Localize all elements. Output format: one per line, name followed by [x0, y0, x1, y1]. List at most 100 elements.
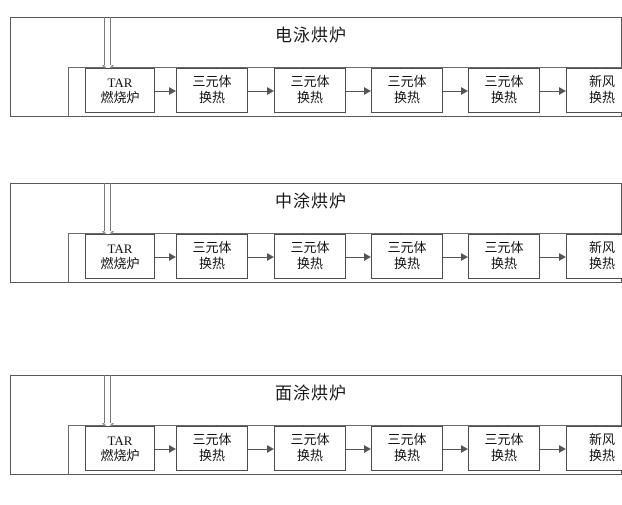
bus-duct-drop [68, 425, 69, 475]
unit-label-line1: 三元体 [484, 433, 524, 449]
gas-feed-arrow-inner-icon [103, 231, 112, 236]
flow-connector [155, 256, 170, 258]
unit-box-heat-exchanger-1: 三元体换热 [176, 234, 248, 279]
unit-label-line2: 换热 [198, 90, 225, 106]
duct-stub-2 [508, 67, 509, 68]
flow-connector [248, 90, 268, 92]
bus-duct-drop [68, 67, 69, 117]
flow-arrow-icon [461, 86, 468, 95]
duct-stub-2 [314, 425, 315, 426]
flow-arrow-icon [267, 252, 274, 261]
flow-connector [346, 90, 365, 92]
unit-box-heat-exchanger-2: 三元体换热 [274, 234, 346, 279]
unit-label-line1: 三元体 [192, 433, 232, 449]
unit-label-line1: 三元体 [290, 433, 330, 449]
unit-box-heat-exchanger-1: 三元体换热 [176, 68, 248, 113]
unit-label-line2: 换热 [588, 90, 615, 106]
duct-stub-1 [497, 67, 498, 68]
flow-arrow-icon [559, 444, 566, 453]
duct-stub-2 [606, 425, 607, 426]
flow-connector [248, 448, 268, 450]
flow-connector [443, 448, 462, 450]
unit-label-line2: 燃烧炉 [100, 90, 140, 106]
unit-label-line1: TAR [107, 433, 133, 449]
duct-stub-2 [606, 233, 607, 234]
unit-label-line2: 换热 [296, 256, 323, 272]
flow-arrow-icon [169, 444, 176, 453]
unit-label-line1: 三元体 [387, 75, 427, 91]
unit-label-line2: 换热 [296, 90, 323, 106]
unit-box-fresh-air-exchanger: 新风换热 [566, 234, 622, 279]
bus-duct-line [68, 233, 622, 234]
unit-box-heat-exchanger-1: 三元体换热 [176, 426, 248, 471]
flow-arrow-icon [461, 252, 468, 261]
unit-label-line2: 换热 [393, 256, 420, 272]
unit-label-line2: 换热 [588, 448, 615, 464]
unit-label-line1: 三元体 [290, 75, 330, 91]
unit-label-line1: TAR [107, 75, 133, 91]
flow-arrow-icon [169, 86, 176, 95]
unit-box-heat-exchanger-4: 三元体换热 [468, 426, 540, 471]
duct-stub-1 [497, 233, 498, 234]
flow-connector [155, 448, 170, 450]
unit-box-heat-exchanger-4: 三元体换热 [468, 68, 540, 113]
duct-stub-1 [303, 425, 304, 426]
duct-stub-1 [205, 67, 206, 68]
unit-label-line2: 换热 [198, 448, 225, 464]
duct-stub-2 [216, 233, 217, 234]
duct-stub-2 [216, 67, 217, 68]
unit-label-line2: 换热 [393, 448, 420, 464]
unit-label-line2: 换热 [393, 90, 420, 106]
flow-arrow-icon [559, 252, 566, 261]
duct-stub-1 [595, 425, 596, 426]
unit-box-heat-exchanger-3: 三元体换热 [371, 426, 443, 471]
duct-stub-2 [411, 233, 412, 234]
gas-feed-pipe [104, 183, 111, 231]
flow-connector [155, 90, 170, 92]
unit-label-line1: 三元体 [192, 241, 232, 257]
duct-stub-2 [411, 67, 412, 68]
duct-stub-2 [314, 67, 315, 68]
duct-stub-1 [303, 233, 304, 234]
unit-label-line1: 三元体 [387, 241, 427, 257]
duct-stub-1 [205, 425, 206, 426]
unit-box-heat-exchanger-3: 三元体换热 [371, 68, 443, 113]
duct-stub-1 [595, 67, 596, 68]
unit-label-line1: 三元体 [484, 75, 524, 91]
unit-box-heat-exchanger-4: 三元体换热 [468, 234, 540, 279]
unit-box-fresh-air-exchanger: 新风换热 [566, 68, 622, 113]
flow-arrow-icon [267, 86, 274, 95]
unit-label-line2: 换热 [490, 256, 517, 272]
flow-connector [443, 90, 462, 92]
flow-connector [540, 90, 560, 92]
duct-stub-2 [508, 425, 509, 426]
bus-duct-line [68, 67, 622, 68]
unit-label-line1: 三元体 [192, 75, 232, 91]
flow-arrow-icon [267, 444, 274, 453]
unit-label-line2: 换热 [588, 256, 615, 272]
flow-connector [248, 256, 268, 258]
duct-stub-1 [400, 425, 401, 426]
duct-stub-2 [411, 425, 412, 426]
unit-label-line1: 三元体 [484, 241, 524, 257]
unit-label-line2: 燃烧炉 [100, 448, 140, 464]
duct-stub-1 [497, 425, 498, 426]
duct-stub-2 [606, 67, 607, 68]
unit-label-line2: 燃烧炉 [100, 256, 140, 272]
unit-box-heat-exchanger-2: 三元体换热 [274, 68, 346, 113]
flow-connector [540, 448, 560, 450]
unit-box-heat-exchanger-3: 三元体换热 [371, 234, 443, 279]
duct-stub-2 [314, 233, 315, 234]
duct-stub-1 [400, 233, 401, 234]
unit-label-line1: 新风 [588, 433, 615, 449]
flow-arrow-icon [364, 86, 371, 95]
unit-label-line2: 换热 [296, 448, 323, 464]
flow-connector [346, 448, 365, 450]
duct-stub-1 [303, 67, 304, 68]
gas-feed-pipe [104, 375, 111, 423]
bus-duct-drop [68, 233, 69, 283]
flow-connector [443, 256, 462, 258]
